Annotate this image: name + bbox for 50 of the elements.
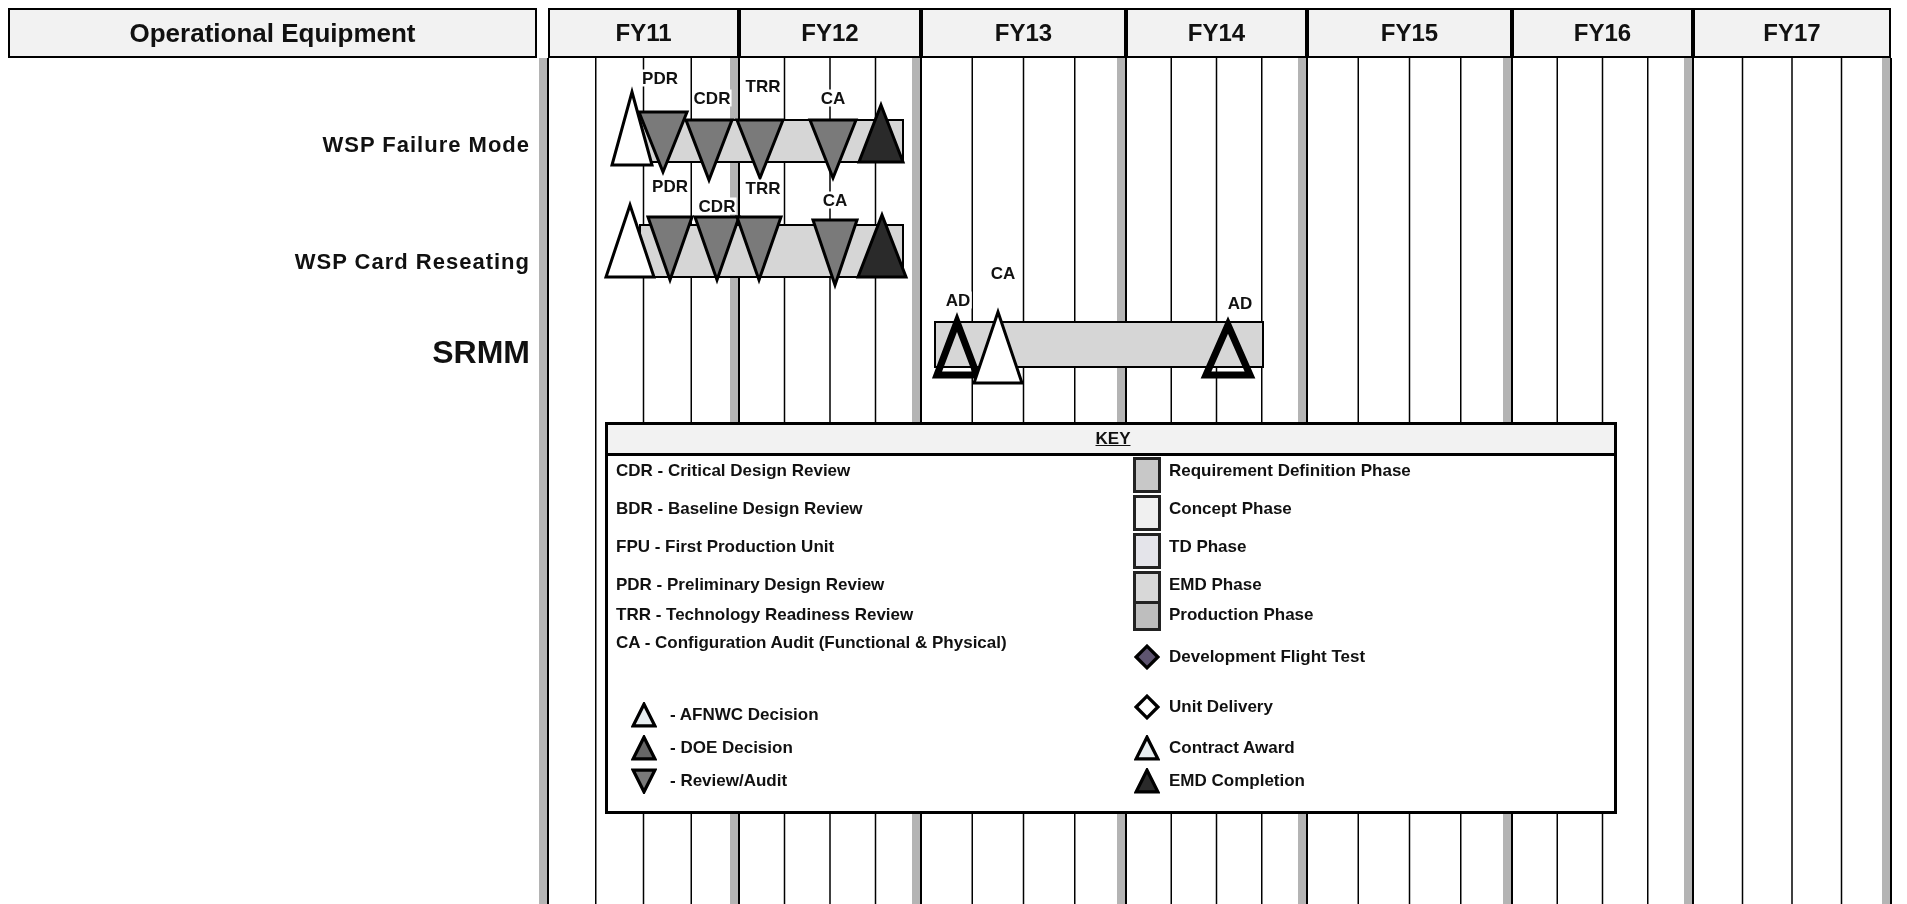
- abbreviation-definition: CA - Configuration Audit (Functional & Physical): [616, 633, 1007, 653]
- abbreviation-definition: BDR - Baseline Design Review: [616, 499, 863, 519]
- header-text: FY15: [1380, 19, 1439, 47]
- legend-label: Development Flight Test: [1169, 647, 1366, 667]
- abbreviation-definition: PDR - Preliminary Design Review: [616, 575, 885, 595]
- milestone-label: CA: [821, 191, 849, 209]
- milestone-label: CA: [819, 89, 847, 107]
- legend-label: TD Phase: [1169, 537, 1247, 557]
- legend-label: Production Phase: [1169, 605, 1314, 625]
- milestone-label: TRR: [744, 179, 782, 197]
- milestone-label: PDR: [641, 69, 679, 87]
- header-cell: [739, 8, 921, 58]
- legend-label: Contract Award: [1169, 738, 1295, 758]
- header-text: FY13: [994, 19, 1053, 47]
- legend-label: Requirement Definition Phase: [1169, 461, 1411, 481]
- row-label: SRMM: [432, 333, 530, 371]
- key-panel: [605, 422, 1617, 814]
- legend-label: - AFNWC Decision: [670, 705, 819, 725]
- row-label: WSP Card Reseating: [294, 249, 530, 275]
- abbreviation-definition: TRR - Technology Readiness Review: [616, 605, 914, 625]
- header-cell: [921, 8, 1126, 58]
- header-text: FY16: [1573, 19, 1632, 47]
- milestone-label: CA: [989, 264, 1017, 282]
- milestone-label: CDR: [692, 89, 732, 107]
- header-cell: [1693, 8, 1891, 58]
- legend-label: Concept Phase: [1169, 499, 1292, 519]
- legend-label: EMD Phase: [1169, 575, 1262, 595]
- legend-label: EMD Completion: [1169, 771, 1305, 791]
- abbreviation-definition: FPU - First Production Unit: [616, 537, 835, 557]
- milestone-label: CDR: [697, 197, 737, 215]
- header-text: FY11: [615, 19, 672, 47]
- legend-label: Unit Delivery: [1169, 697, 1273, 717]
- header-cell: [1307, 8, 1512, 58]
- header-text: FY17: [1763, 19, 1821, 47]
- milestone-label: AD: [1226, 294, 1254, 312]
- milestone-label: PDR: [651, 177, 689, 195]
- header-cell: [1126, 8, 1307, 58]
- legend-label: - DOE Decision: [670, 738, 793, 758]
- legend-label: - Review/Audit: [670, 771, 788, 791]
- key-title: KEY: [1095, 429, 1131, 449]
- milestone-label: TRR: [744, 77, 782, 95]
- header-cell: [1512, 8, 1693, 58]
- header-text: Operational Equipment: [129, 17, 416, 49]
- header-text: FY12: [801, 19, 859, 47]
- header-text: FY14: [1187, 19, 1246, 47]
- milestone-label: AD: [944, 291, 972, 309]
- header-cell: [548, 8, 739, 58]
- header-cell: [8, 8, 537, 58]
- row-label: WSP Failure Mode: [322, 132, 530, 158]
- abbreviation-definition: CDR - Critical Design Review: [616, 461, 851, 481]
